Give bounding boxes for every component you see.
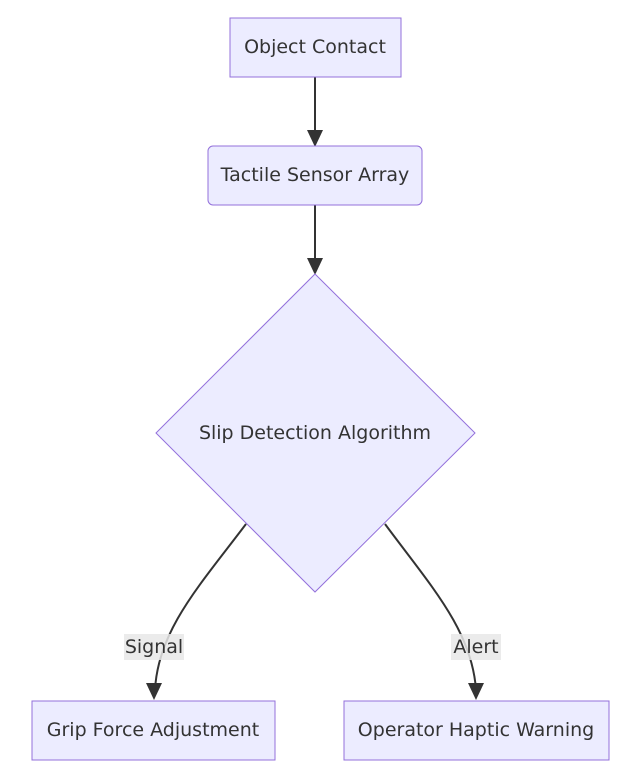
- edge-label-signal: Signal: [124, 634, 184, 660]
- node-object-contact-label: Object Contact: [244, 36, 386, 58]
- arrowhead-icon: [146, 683, 162, 700]
- node-grip-force-adjustment-label: Grip Force Adjustment: [47, 719, 259, 741]
- arrowhead-icon: [307, 258, 323, 275]
- edge-label-alert: Alert: [451, 634, 501, 660]
- edges: [154, 77, 477, 691]
- arrowhead-icon: [307, 130, 323, 147]
- node-operator-haptic-warning[interactable]: Operator Haptic Warning: [343, 700, 610, 761]
- node-slip-detection-algorithm-label: Slip Detection Algorithm: [199, 422, 431, 444]
- node-grip-force-adjustment[interactable]: Grip Force Adjustment: [31, 700, 276, 761]
- edge-label-alert-text: Alert: [453, 636, 498, 658]
- node-tactile-sensor-array-label: Tactile Sensor Array: [220, 164, 410, 186]
- edge-label-signal-text: Signal: [125, 636, 183, 658]
- node-slip-detection-algorithm[interactable]: Slip Detection Algorithm: [155, 273, 476, 593]
- arrowhead-icon: [468, 683, 484, 700]
- edge-slip-detection-to-operator-warning: [384, 523, 477, 691]
- node-object-contact[interactable]: Object Contact: [229, 17, 402, 78]
- arrowheads: [146, 130, 484, 700]
- edge-slip-detection-to-grip-force: [154, 523, 247, 691]
- node-operator-haptic-warning-label: Operator Haptic Warning: [358, 719, 594, 741]
- node-tactile-sensor-array[interactable]: Tactile Sensor Array: [207, 145, 423, 206]
